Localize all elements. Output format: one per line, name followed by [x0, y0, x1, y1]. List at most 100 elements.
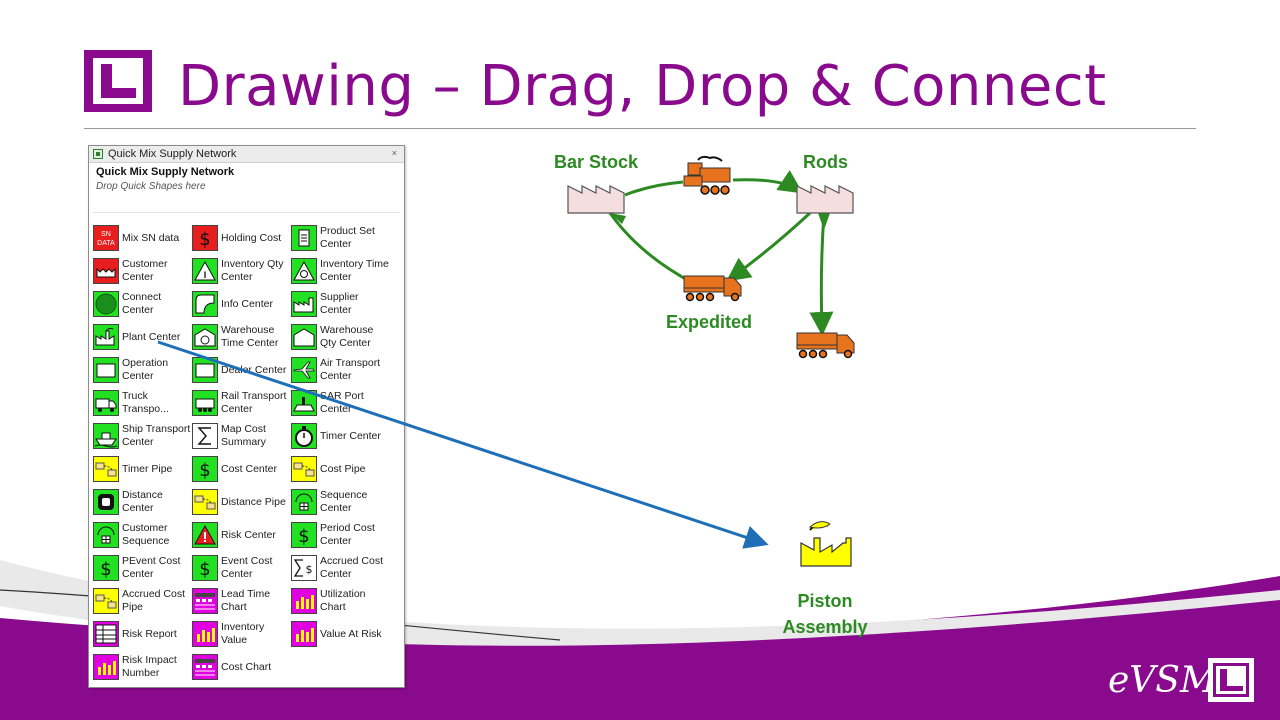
close-icon[interactable]: ×: [391, 148, 397, 158]
brand-name: eVSM: [1108, 660, 1217, 701]
stencil-shape-label: Truck Transpo...: [122, 390, 169, 415]
stencil-shape[interactable]: Dealer Center: [190, 355, 290, 385]
stencil-shape[interactable]: Inventory Time Center: [289, 256, 389, 286]
stencil-shape[interactable]: $ Accrued Cost Center: [289, 553, 389, 583]
stencil-shape-label: Lead Time Chart: [221, 588, 271, 613]
stencil-shape-label: Accrued Cost Center: [320, 555, 384, 580]
stencil-shape[interactable]: Timer Pipe: [91, 454, 191, 484]
warning-icon: [192, 522, 218, 548]
stencil-shape[interactable]: Distance Pipe: [190, 487, 290, 517]
slide-title: Drawing – Drag, Drop & Connect: [178, 54, 1107, 119]
stencil-shape-label: Inventory Qty Center: [221, 258, 284, 283]
drop-hint[interactable]: Drop Quick Shapes here: [96, 181, 206, 192]
label-expedited: Expedited: [666, 312, 753, 332]
stencil-shape-label: Ship Transport Center: [122, 423, 191, 448]
stencil-shape[interactable]: Air Transport Center: [289, 355, 389, 385]
stencil-shape[interactable]: Value At Risk: [289, 619, 389, 649]
bar-chart-icon: [291, 588, 317, 614]
svg-text:$: $: [306, 563, 313, 576]
truck-rods-icon: [796, 332, 855, 359]
stencil-shape[interactable]: Customer Sequence: [91, 520, 191, 550]
svg-text:I: I: [204, 270, 207, 280]
stencil-shape[interactable]: Risk Report: [91, 619, 191, 649]
connector-rods-truck: [809, 212, 834, 336]
stencil-shape[interactable]: $Holding Cost: [190, 223, 290, 253]
stencil-shape[interactable]: Map Cost Summary: [190, 421, 290, 451]
drag-arrow: [157, 340, 769, 549]
stencil-shape-label: Sequence Center: [320, 489, 368, 514]
operation-icon: [93, 357, 119, 383]
stencil-shape[interactable]: Risk Impact Number: [91, 652, 191, 682]
label-piston-assembly: Piston Assembly: [782, 591, 868, 637]
stencil-shape[interactable]: Warehouse Time Center: [190, 322, 290, 352]
stencil-shape[interactable]: Ship Transport Center: [91, 421, 191, 451]
stencil-shape-label: Risk Center: [221, 528, 276, 541]
stencil-shape[interactable]: Cost Pipe: [289, 454, 389, 484]
plant-piston-assembly-icon: [800, 521, 852, 567]
stencil-shape[interactable]: $Period Cost Center: [289, 520, 389, 550]
table-icon: [93, 621, 119, 647]
stencil-shape[interactable]: Rail Transport Center: [190, 388, 290, 418]
stencil-shape[interactable]: $Cost Center: [190, 454, 290, 484]
stencil-shape[interactable]: Operation Center: [91, 355, 191, 385]
stencil-shape[interactable]: $ Event Cost Center: [190, 553, 290, 583]
inventory-time-icon: [291, 258, 317, 284]
label-bar-stock: Bar Stock: [554, 152, 639, 172]
product-set-icon: [291, 225, 317, 251]
stencil-shape-label: Info Center: [221, 297, 273, 310]
stencil-shape[interactable]: Risk Center: [190, 520, 290, 550]
stencil-shape[interactable]: Utilization Chart: [289, 586, 389, 616]
pipe-icon: [192, 489, 218, 515]
stencil-shape-label: Value At Risk: [320, 627, 382, 640]
stencil-shape[interactable]: Customer Center: [91, 256, 191, 286]
stencil-shape[interactable]: Distance Center: [91, 487, 191, 517]
stencil-shape[interactable]: Plant Center: [91, 322, 191, 352]
stencil-shape[interactable]: Truck Transpo...: [91, 388, 191, 418]
truck-icon: [93, 390, 119, 416]
stencil-shape[interactable]: Inventory Value: [190, 619, 290, 649]
stencil-shape-label: Connect Center: [122, 291, 162, 316]
factory-rods-icon: [796, 185, 854, 214]
connect-icon: [93, 291, 119, 317]
label-rods: Rods: [803, 152, 848, 172]
panel-titlebar[interactable]: Quick Mix Supply Network ×: [89, 146, 404, 163]
stencil-shape[interactable]: Sequence Center: [289, 487, 389, 517]
panel-title: Quick Mix Supply Network: [108, 148, 237, 160]
stencil-shape[interactable]: Product Set Center: [289, 223, 389, 253]
stencil-shape-label: Cost Chart: [221, 660, 272, 673]
stencil-shape[interactable]: I Inventory Qty Center: [190, 256, 290, 286]
stencil-shape-label: Rail Transport Center: [221, 390, 287, 415]
dollar-icon: $: [192, 456, 218, 482]
stencil-shape-label: Warehouse Time Center: [221, 324, 279, 349]
stencil-shape[interactable]: Cost Chart: [190, 652, 290, 682]
stencil-shape-label: Map Cost Summary: [221, 423, 266, 448]
factory-bar-stock-icon: [567, 185, 625, 214]
connector-rods-expedited: [726, 211, 812, 282]
stencil-shape[interactable]: Warehouse Qty Center: [289, 322, 389, 352]
svg-text:SN: SN: [101, 231, 111, 238]
stencil-shape[interactable]: Connect Center: [91, 289, 191, 319]
stencil-shape[interactable]: Timer Center: [289, 421, 389, 451]
stencil-shape[interactable]: Lead Time Chart: [190, 586, 290, 616]
sigma-dollar-icon: $: [291, 555, 317, 581]
stencil-shape-label: Event Cost Center: [221, 555, 273, 580]
stencil-shape[interactable]: Info Center: [190, 289, 290, 319]
pipe-icon: [93, 456, 119, 482]
stencil-shape[interactable]: Supplier Center: [289, 289, 389, 319]
stencil-shape[interactable]: $PEvent Cost Center: [91, 553, 191, 583]
stencil-shape-label: Dealer Center: [221, 363, 287, 376]
stencil-shape[interactable]: Accrued Cost Pipe: [91, 586, 191, 616]
svg-text:DATA: DATA: [97, 240, 115, 247]
stencil-panel[interactable]: Quick Mix Supply Network × Quick Mix Sup…: [88, 145, 405, 688]
dollar-icon: $: [192, 555, 218, 581]
customer-icon: [93, 258, 119, 284]
stencil-shape-label: Accrued Cost Pipe: [122, 588, 186, 613]
title-divider: [84, 128, 1196, 129]
svg-text:$: $: [199, 559, 210, 580]
bar-chart-icon: [291, 621, 317, 647]
stencil-shape-label: Warehouse Qty Center: [320, 324, 374, 349]
stencil-shape-label: Inventory Time Center: [320, 258, 389, 283]
stencil-shape-label: PEvent Cost Center: [122, 555, 181, 580]
